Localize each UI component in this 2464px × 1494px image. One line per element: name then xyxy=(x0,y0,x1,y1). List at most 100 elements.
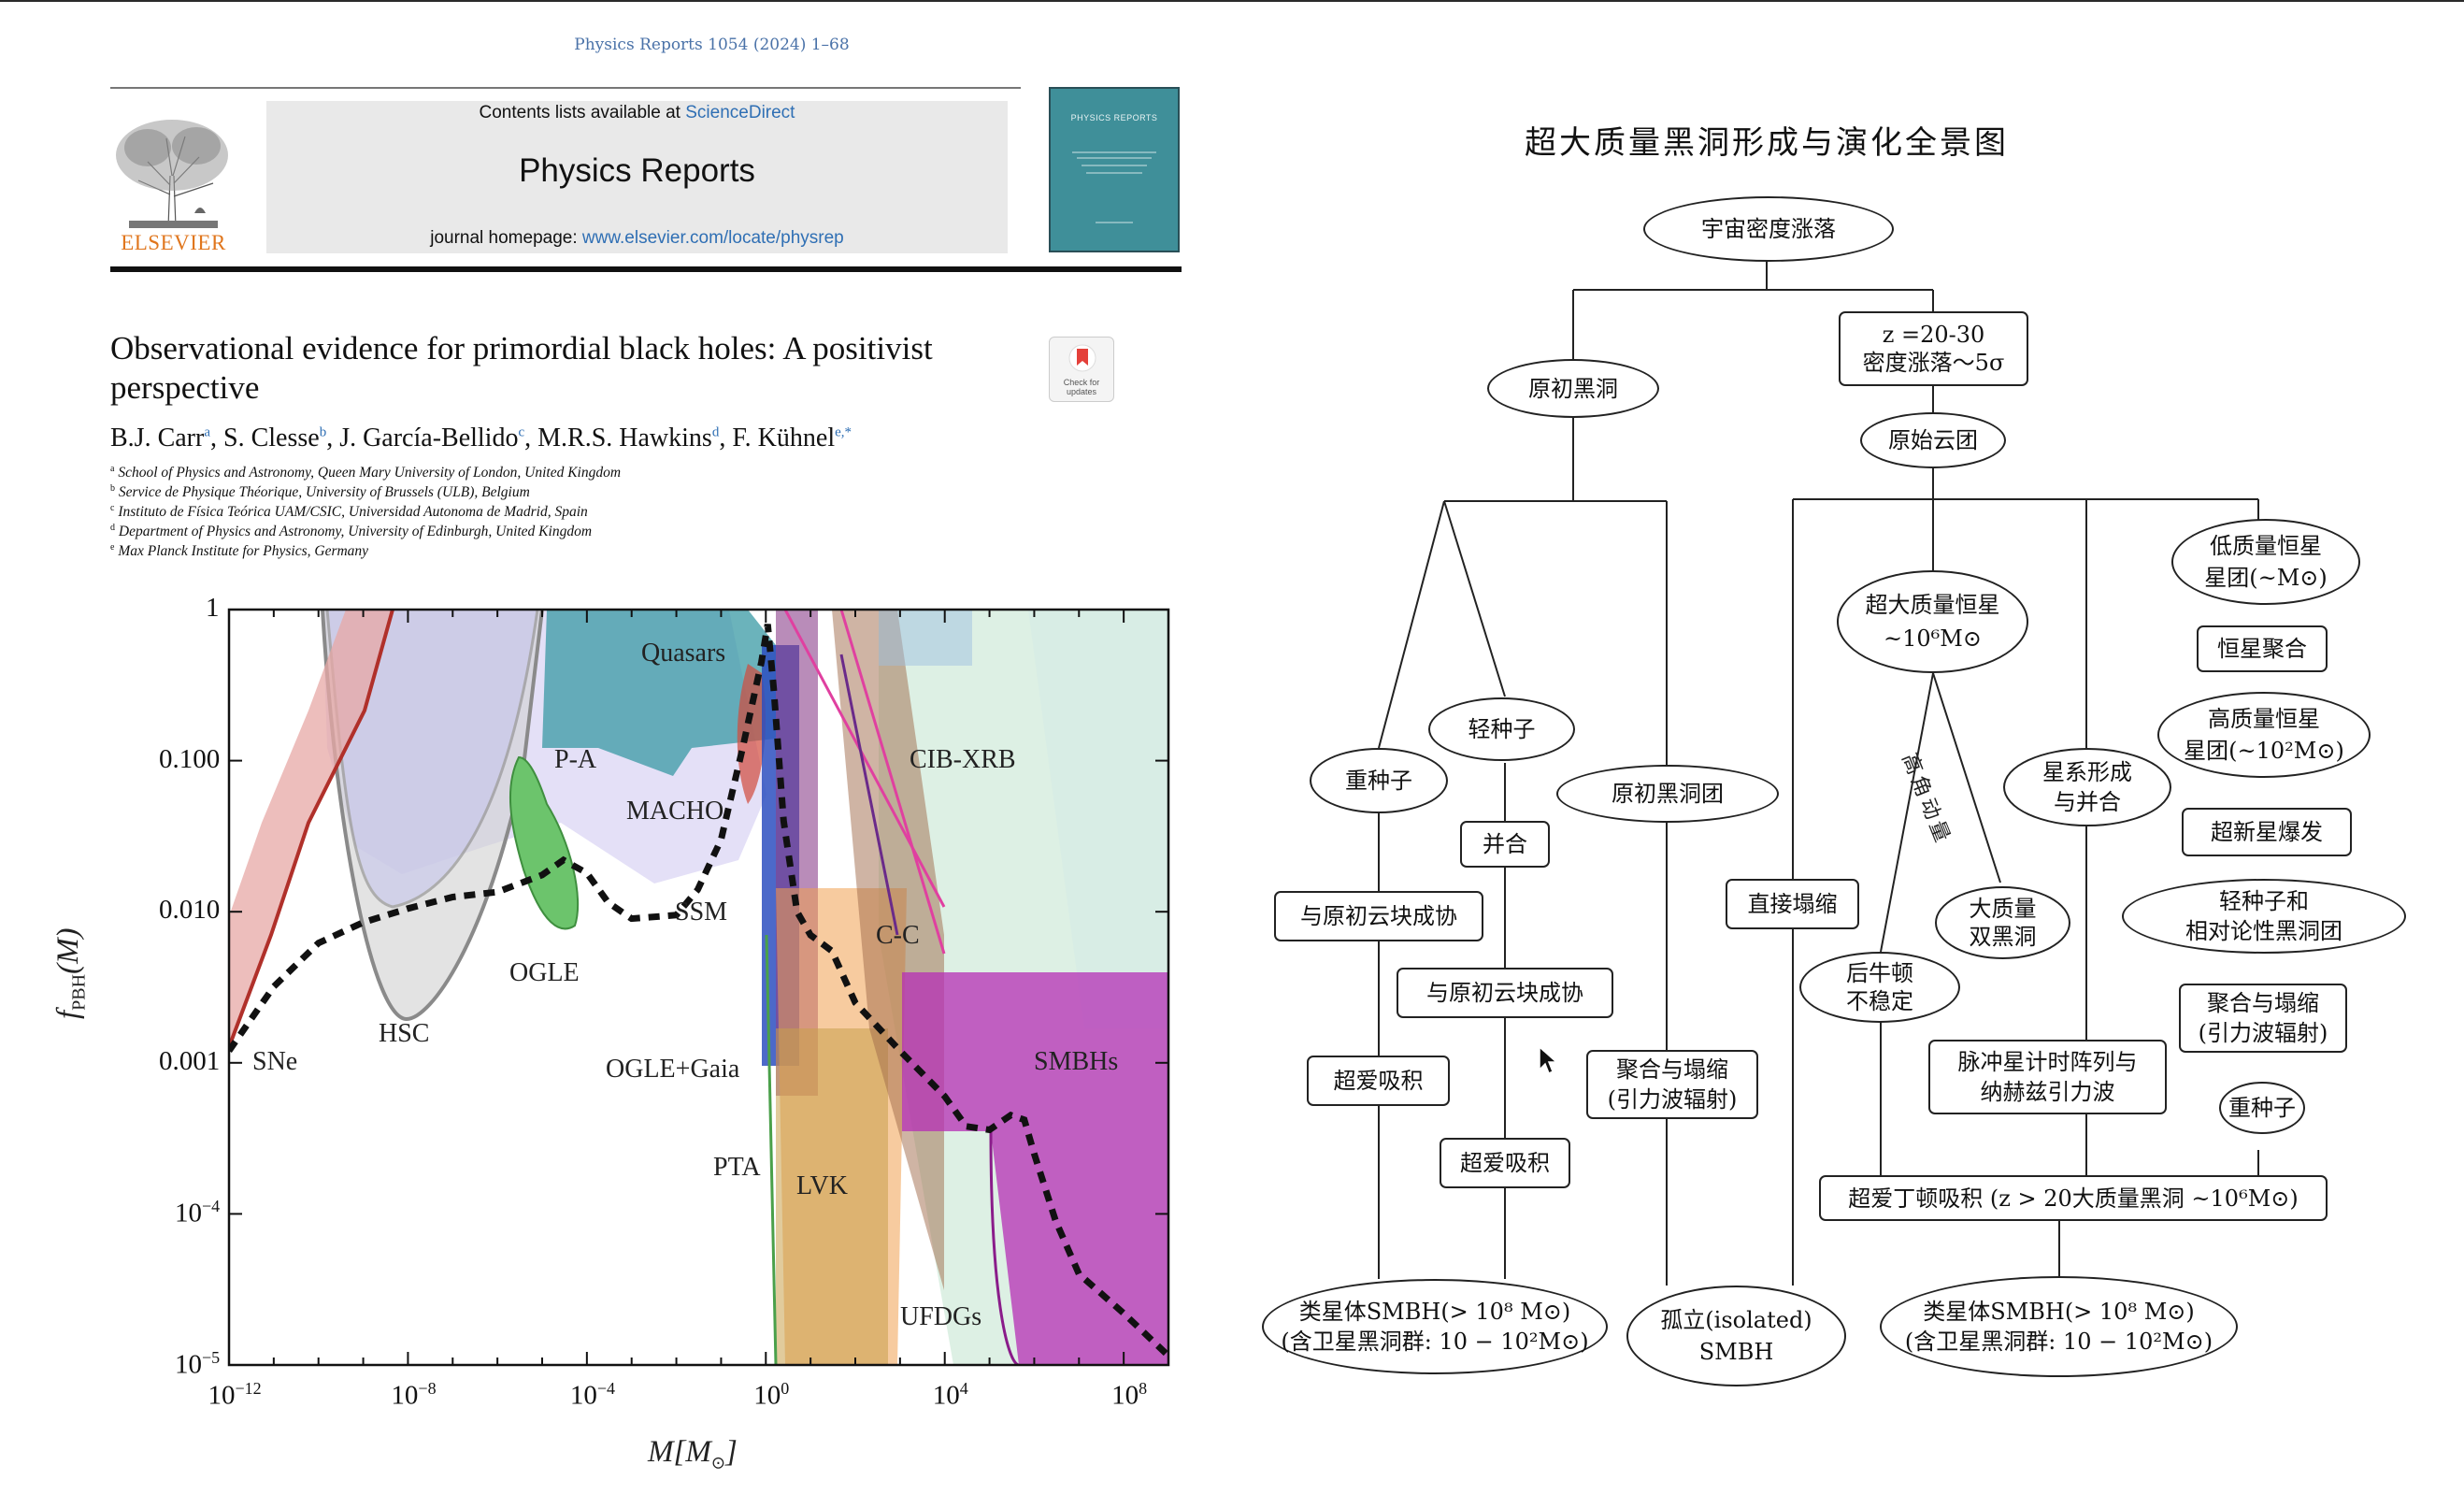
node-direct-collapse[interactable]: 直接塌缩 xyxy=(1726,879,1859,929)
journal-banner xyxy=(266,101,1008,253)
x-tick-label: 100 xyxy=(753,1379,790,1411)
node-pulsar-timing-line2: 纳赫兹引力波 xyxy=(1980,1079,2115,1105)
author-sup[interactable]: b xyxy=(319,424,327,440)
y-tick-label: 1 xyxy=(206,593,220,623)
affiliation-text: Service de Physique Théorique, Universit… xyxy=(118,484,530,501)
node-light-seed-relativistic[interactable]: 轻种子和相对论性黑洞团 xyxy=(2122,879,2406,954)
affiliation-text: Department of Physics and Astronomy, Uni… xyxy=(118,524,593,540)
dashed-fpbh-curve xyxy=(229,624,1168,1358)
node-massive-binary-line2: 双黑洞 xyxy=(1969,924,2037,950)
author-name[interactable]: B.J. Carr xyxy=(110,424,205,453)
node-redshift-line1: z =20-30 xyxy=(1882,322,1985,348)
node-pbh-cluster[interactable]: 原初黑洞团 xyxy=(1556,765,1779,823)
x-tick-label: 108 xyxy=(1111,1379,1148,1411)
node-light-seed[interactable]: 轻种子 xyxy=(1428,697,1575,761)
node-post-newtonian[interactable]: 后牛顿不稳定 xyxy=(1799,952,1960,1023)
node-high-mass-cluster[interactable]: 高质量恒星星团(~10²M⊙) xyxy=(2157,692,2371,778)
node-heavy-seed-2[interactable]: 重种子 xyxy=(2219,1082,2305,1134)
node-galaxy-formation[interactable]: 星系形成与并合 xyxy=(2003,748,2171,826)
y-tick-label: 0.100 xyxy=(159,743,221,774)
node-supermassive-star-line1: 超大质量恒星 xyxy=(1865,592,2000,618)
y-tick-label: 0.010 xyxy=(159,895,221,926)
constraint-regions xyxy=(229,610,1168,1365)
node-low-mass-cluster-line1: 低质量恒星 xyxy=(2210,533,2322,559)
label-hsc: HSC xyxy=(379,1019,430,1048)
author-sup[interactable]: e,* xyxy=(835,424,852,440)
label-cib-xrb: CIB-XRB xyxy=(910,745,1016,774)
node-post-newtonian-line1: 后牛顿 xyxy=(1846,960,1913,986)
node-aggregation-collapse[interactable]: 聚合与塌缩(引力波辐射) xyxy=(2179,984,2347,1053)
label-smbhs: SMBHs xyxy=(1034,1047,1119,1076)
author-name[interactable]: J. García-Bellido xyxy=(339,424,519,453)
smbhs-region xyxy=(902,972,1168,1365)
node-high-mass-cluster-line1: 高质量恒星 xyxy=(2208,706,2320,732)
paper-title: Observational evidence for primordial bl… xyxy=(110,329,1036,408)
node-light-seed-relativistic-line1: 轻种子和 xyxy=(2219,888,2309,914)
node-super-eddington-bar[interactable]: 超爱丁顿吸积 (z > 20大质量黑洞 ~10⁶M⊙) xyxy=(1819,1175,2328,1221)
diagram-title: 超大质量黑洞形成与演化全景图 xyxy=(1525,124,2009,162)
author-sup[interactable]: c xyxy=(518,424,525,440)
sciencedirect-link[interactable]: ScienceDirect xyxy=(685,103,795,122)
journal-citation[interactable]: Physics Reports 1054 (2024) 1–68 xyxy=(574,36,850,54)
bookmark-icon xyxy=(1068,344,1096,372)
journal-cover-title: PHYSICS REPORTS xyxy=(1070,113,1158,122)
label-cc: C-C xyxy=(876,921,920,950)
author-list: B.J. Carra, S. Clesseb, J. García-Bellid… xyxy=(110,424,852,453)
node-quasar-smbh-1-line2: (含卫星黑洞群: 10 − 10²M⊙) xyxy=(1281,1329,1589,1355)
node-isolated-smbh-line1: 孤立(isolated) xyxy=(1660,1307,1812,1333)
affiliation-text: School of Physics and Astronomy, Queen M… xyxy=(118,465,622,481)
pbh-constraint-plot xyxy=(227,608,1170,1367)
label-ogle-gaia: OGLE+Gaia xyxy=(606,1055,740,1084)
label-sne: SNe xyxy=(252,1047,298,1076)
node-redshift-line2: 密度涨落～5σ xyxy=(1862,350,2005,376)
node-aggregation-collapse-line1: 聚合与塌缩 xyxy=(2207,990,2319,1016)
node-supermassive-star[interactable]: 超大质量恒星 ~10⁶M⊙ xyxy=(1837,570,2028,673)
check-for-updates-label: Check for updates xyxy=(1063,378,1100,396)
node-associate-cloud-2[interactable]: 与原初云块成协 xyxy=(1397,968,1613,1018)
node-primordial-black-hole[interactable]: 原初黑洞 xyxy=(1487,359,1659,418)
node-galaxy-formation-line1: 星系形成 xyxy=(2042,759,2132,785)
author-name[interactable]: S. Clesse xyxy=(223,424,320,453)
author-sup[interactable]: a xyxy=(204,424,210,440)
elsevier-wordmark[interactable]: ELSEVIER xyxy=(121,231,226,254)
quasars-region xyxy=(542,610,776,776)
node-star-merge[interactable]: 恒星聚合 xyxy=(2197,625,2328,672)
plot-frame xyxy=(227,608,1170,1367)
journal-cover-image[interactable] xyxy=(1049,87,1180,252)
journal-title: Physics Reports xyxy=(519,152,755,189)
homepage-link[interactable]: www.elsevier.com/locate/physrep xyxy=(581,228,844,248)
label-pa: P-A xyxy=(554,745,597,774)
node-isolated-smbh[interactable]: 孤立(isolated)SMBH xyxy=(1626,1286,1846,1386)
node-merge-collapse[interactable]: 聚合与塌缩 (引力波辐射) xyxy=(1586,1050,1758,1119)
affiliation-sup: d xyxy=(110,523,115,533)
node-density-fluctuation[interactable]: 宇宙密度涨落 xyxy=(1643,196,1894,262)
author-name[interactable]: M.R.S. Hawkins xyxy=(537,424,712,453)
node-massive-binary[interactable]: 大质量双黑洞 xyxy=(1935,886,2070,959)
node-supernova[interactable]: 超新星爆发 xyxy=(2182,808,2352,856)
x-tick-label: 104 xyxy=(932,1379,968,1411)
node-merge-collapse-line1: 聚合与塌缩 xyxy=(1616,1056,1728,1083)
node-low-mass-cluster[interactable]: 低质量恒星星团(~M⊙) xyxy=(2171,519,2360,605)
paper-title-line2: perspective xyxy=(110,369,260,406)
node-associate-cloud-1[interactable]: 与原初云块成协 xyxy=(1274,891,1483,941)
node-primordial-cloud[interactable]: 原始云团 xyxy=(1860,412,2006,468)
x-tick-label: 10−8 xyxy=(391,1379,437,1411)
affiliation: e Max Planck Institute for Physics, Germ… xyxy=(110,542,368,560)
node-super-eddington-1[interactable]: 超爱吸积 xyxy=(1307,1056,1450,1106)
node-pulsar-timing[interactable]: 脉冲星计时阵列与纳赫兹引力波 xyxy=(1928,1040,2167,1114)
affiliation-text: Max Planck Institute for Physics, German… xyxy=(118,543,369,560)
author-name[interactable]: F. Kühnel xyxy=(732,424,836,453)
node-merge-collapse-line2: (引力波辐射) xyxy=(1607,1086,1738,1113)
paper-title-line1: Observational evidence for primordial bl… xyxy=(110,330,933,366)
journal-cover-lines xyxy=(1072,151,1156,223)
node-super-eddington-2[interactable]: 超爱吸积 xyxy=(1440,1138,1570,1188)
node-heavy-seed[interactable]: 重种子 xyxy=(1310,748,1448,813)
author-sup[interactable]: d xyxy=(711,424,720,440)
node-quasar-smbh-1[interactable]: 类星体SMBH(> 10⁸ M⊙)(含卫星黑洞群: 10 − 10²M⊙) xyxy=(1262,1279,1608,1374)
node-supermassive-star-line2: ~10⁶M⊙ xyxy=(1884,625,1982,652)
node-quasar-smbh-2[interactable]: 类星体SMBH(> 10⁸ M⊙)(含卫星黑洞群: 10 − 10²M⊙) xyxy=(1880,1276,2238,1377)
node-merge[interactable]: 并合 xyxy=(1460,821,1550,868)
node-post-newtonian-line2: 不稳定 xyxy=(1846,988,1913,1014)
check-for-updates-button[interactable] xyxy=(1049,337,1114,402)
